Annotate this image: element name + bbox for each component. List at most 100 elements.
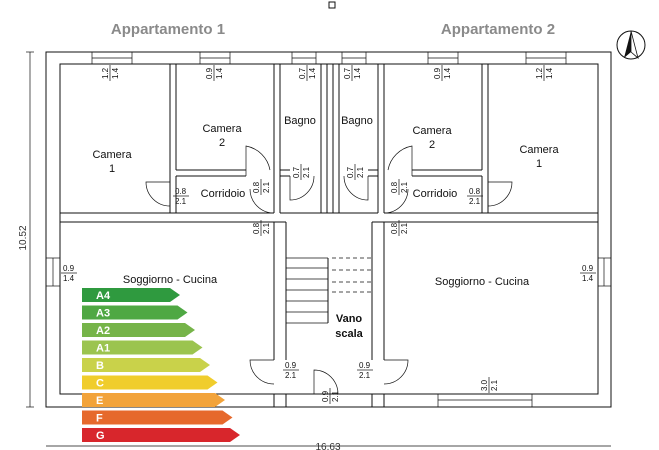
energy-class-label: B bbox=[96, 360, 104, 372]
room-camera-1-left: Camera bbox=[92, 149, 132, 161]
room-camera-2-right: Camera bbox=[412, 125, 452, 137]
svg-text:2.1: 2.1 bbox=[400, 181, 409, 193]
energy-class-label: A3 bbox=[96, 308, 110, 320]
room-bagno-right: Bagno bbox=[341, 115, 373, 127]
svg-text:0.8: 0.8 bbox=[390, 181, 399, 193]
dim-d-entry-left: 0.9 2.1 bbox=[283, 361, 299, 380]
energy-class-label: F bbox=[96, 413, 103, 425]
energy-class-label: A4 bbox=[96, 290, 111, 302]
room-camera-1-right-num: 1 bbox=[536, 158, 542, 170]
doors bbox=[145, 145, 513, 395]
dim-w-camera1-left: 1.2 1.4 bbox=[101, 65, 120, 81]
svg-text:0.7: 0.7 bbox=[343, 67, 352, 79]
energy-class-c: C bbox=[82, 375, 218, 390]
svg-text:2.1: 2.1 bbox=[400, 222, 409, 234]
svg-text:0.8: 0.8 bbox=[252, 222, 261, 234]
energy-class-g: G bbox=[82, 428, 240, 442]
svg-text:1.4: 1.4 bbox=[63, 274, 75, 283]
svg-text:0.9: 0.9 bbox=[285, 361, 297, 370]
room-corridoio-left: Corridoio bbox=[201, 188, 246, 200]
svg-text:2.1: 2.1 bbox=[490, 379, 499, 391]
svg-text:0.7: 0.7 bbox=[346, 166, 355, 178]
dim-w-left-side: 0.9 1.4 bbox=[61, 264, 77, 283]
svg-text:2.1: 2.1 bbox=[262, 222, 271, 234]
dim-d-bagno-right: 0.7 2.1 bbox=[346, 164, 365, 180]
windows-top bbox=[45, 51, 612, 408]
outer-walls bbox=[45, 51, 612, 408]
svg-text:2.1: 2.1 bbox=[356, 166, 365, 178]
svg-text:1.4: 1.4 bbox=[111, 67, 120, 79]
svg-text:0.9: 0.9 bbox=[433, 67, 442, 79]
dim-w-right-side: 0.9 1.4 bbox=[580, 264, 596, 283]
svg-text:10.52: 10.52 bbox=[18, 225, 29, 250]
dim-d-camera2-left: 0.8 2.1 bbox=[252, 179, 271, 195]
svg-text:1.2: 1.2 bbox=[101, 67, 110, 79]
dim-d-bagno-left: 0.7 2.1 bbox=[292, 164, 311, 180]
north-arrow-icon bbox=[616, 30, 646, 60]
svg-text:16.63: 16.63 bbox=[315, 442, 340, 450]
energy-class-label: G bbox=[96, 430, 105, 442]
title-apartment-2: Appartamento 2 bbox=[441, 21, 555, 38]
svg-text:1.4: 1.4 bbox=[215, 67, 224, 79]
energy-class-a4: A4 bbox=[82, 288, 180, 302]
dim-d-main: 0.9 2.1 bbox=[321, 388, 340, 404]
svg-text:3.0: 3.0 bbox=[480, 379, 489, 391]
room-camera-1-right: Camera bbox=[519, 144, 559, 156]
dim-d-camera1-right: 0.8 2.1 bbox=[467, 187, 483, 206]
dim-d-corr-right: 0.8 2.1 bbox=[390, 220, 409, 236]
svg-text:0.7: 0.7 bbox=[292, 166, 301, 178]
energy-class-label: E bbox=[96, 395, 103, 407]
energy-class-f: F bbox=[82, 410, 233, 425]
selection-handle[interactable] bbox=[328, 1, 336, 9]
svg-text:0.9: 0.9 bbox=[63, 264, 75, 273]
dim-w-bagno-left: 0.7 1.4 bbox=[298, 65, 317, 81]
energy-class-a2: A2 bbox=[82, 323, 195, 337]
svg-text:0.8: 0.8 bbox=[390, 222, 399, 234]
interior-walls bbox=[60, 64, 598, 407]
svg-text:2.1: 2.1 bbox=[331, 390, 340, 402]
room-bagno-left: Bagno bbox=[284, 115, 316, 127]
svg-text:2.1: 2.1 bbox=[359, 371, 371, 380]
dim-w-bottom-right: 3.0 2.1 bbox=[480, 377, 499, 393]
dim-d-camera1-left: 0.8 2.1 bbox=[173, 187, 189, 206]
room-camera-2-right-num: 2 bbox=[429, 139, 435, 151]
svg-text:2.1: 2.1 bbox=[302, 166, 311, 178]
dimension-width: 16.63 bbox=[46, 442, 611, 450]
svg-text:0.9: 0.9 bbox=[205, 67, 214, 79]
svg-text:0.7: 0.7 bbox=[298, 67, 307, 79]
energy-class-b: B bbox=[82, 358, 210, 372]
dim-w-camera2-left: 0.9 1.4 bbox=[205, 65, 224, 81]
svg-text:1.4: 1.4 bbox=[353, 67, 362, 79]
room-camera-2-left-num: 2 bbox=[219, 137, 225, 149]
room-soggiorno-left: Soggiorno - Cucina bbox=[123, 274, 218, 286]
room-camera-2-left: Camera bbox=[202, 123, 242, 135]
dim-w-bagno-right: 0.7 1.4 bbox=[343, 65, 362, 81]
energy-class-label: A2 bbox=[96, 325, 110, 337]
svg-text:2.1: 2.1 bbox=[285, 371, 297, 380]
svg-text:1.4: 1.4 bbox=[582, 274, 594, 283]
energy-class-e: E bbox=[82, 393, 225, 407]
dim-w-camera1-right: 1.2 1.4 bbox=[535, 65, 554, 81]
svg-text:0.8: 0.8 bbox=[175, 187, 187, 196]
svg-text:1.4: 1.4 bbox=[443, 67, 452, 79]
svg-text:2.1: 2.1 bbox=[469, 197, 481, 206]
room-vano-scala: Vano bbox=[336, 313, 363, 325]
dimension-height: 10.52 bbox=[18, 51, 34, 408]
svg-text:0.8: 0.8 bbox=[469, 187, 481, 196]
svg-text:2.1: 2.1 bbox=[175, 197, 187, 206]
svg-text:1.2: 1.2 bbox=[535, 67, 544, 79]
room-camera-1-left-num: 1 bbox=[109, 163, 115, 175]
energy-class-label: C bbox=[96, 378, 104, 390]
svg-text:0.9: 0.9 bbox=[582, 264, 594, 273]
staircase bbox=[286, 257, 372, 324]
svg-text:0.8: 0.8 bbox=[252, 181, 261, 193]
dim-d-corr-left: 0.8 2.1 bbox=[252, 220, 271, 236]
room-corridoio-right: Corridoio bbox=[413, 188, 458, 200]
dim-w-camera2-right: 0.9 1.4 bbox=[433, 65, 452, 81]
room-vano-scala-2: scala bbox=[335, 328, 363, 340]
energy-class-a3: A3 bbox=[82, 305, 188, 320]
svg-text:1.4: 1.4 bbox=[545, 67, 554, 79]
svg-text:1.4: 1.4 bbox=[308, 67, 317, 79]
